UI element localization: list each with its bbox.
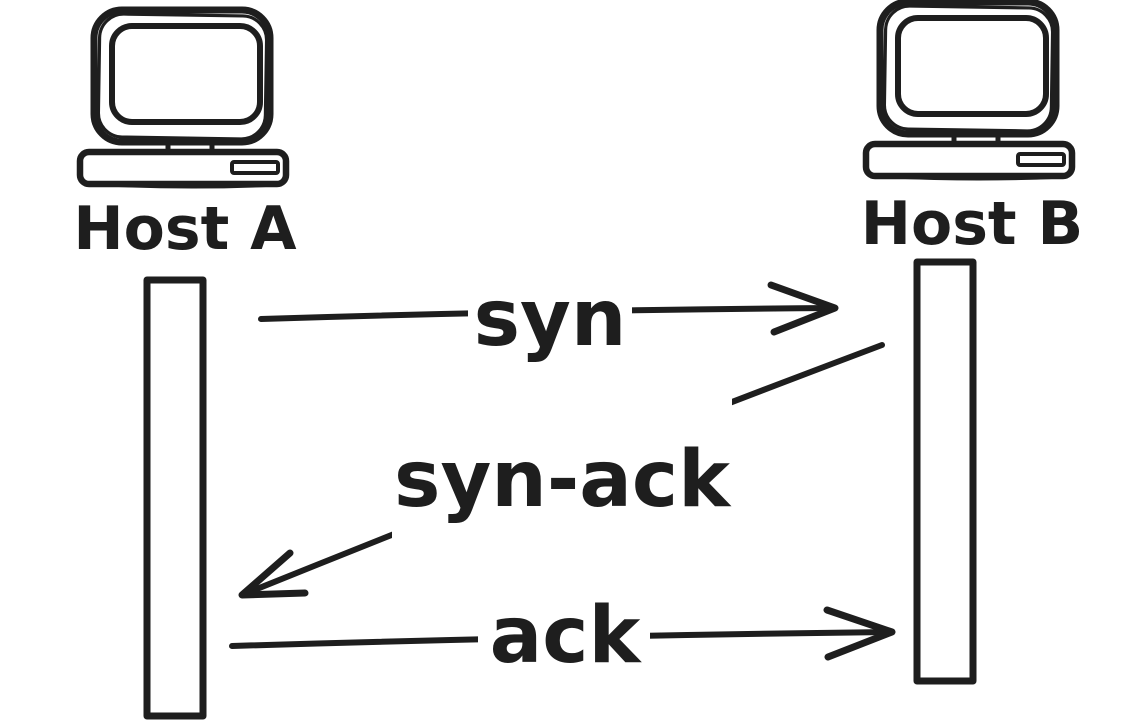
- syn-ack-label: syn-ack: [394, 435, 732, 525]
- syn-ack-arrowhead: [238, 549, 309, 599]
- host-b-label: Host B: [861, 189, 1083, 259]
- host-a-label: Host A: [73, 194, 297, 264]
- syn-label: syn: [474, 274, 627, 364]
- host-a-computer-icon: [80, 10, 286, 187]
- ack-arrowhead: [823, 606, 896, 661]
- syn-arrowhead: [767, 281, 839, 336]
- ack-label-background: [478, 586, 650, 674]
- syn-ack-arrow: syn-ack: [238, 342, 885, 599]
- host-b-computer-icon: [866, 2, 1072, 179]
- syn-label-background: [468, 285, 632, 381]
- host-b-lifeline: [913, 258, 977, 685]
- ack-arrow: ack: [229, 586, 896, 681]
- host-a-lifeline: [143, 276, 207, 720]
- syn-arrow: syn: [258, 274, 839, 381]
- syn-ack-label-background: [392, 398, 732, 546]
- ack-label: ack: [490, 591, 643, 681]
